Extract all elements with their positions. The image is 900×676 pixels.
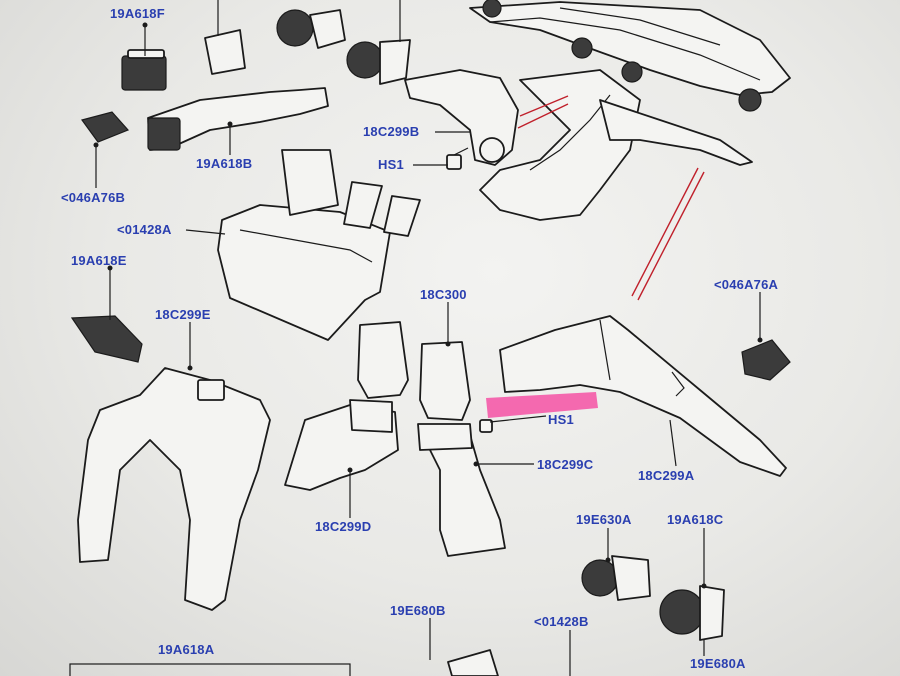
label-18c299c: 18C299C xyxy=(537,457,594,472)
label-18c299b: 18C299B xyxy=(363,124,420,139)
label-01428a: <01428A xyxy=(117,222,172,237)
label-19a618f: 19A618F xyxy=(110,6,165,21)
vent-19a618e xyxy=(70,315,143,363)
grille-046a76a xyxy=(741,339,791,381)
bottom-frame xyxy=(69,663,351,676)
duct-18c299d xyxy=(284,399,399,491)
label-19e680b: 19E680B xyxy=(390,603,446,618)
grille-046a76b xyxy=(81,111,130,143)
vent-19a618f xyxy=(121,49,167,91)
heater-box-01428a xyxy=(217,149,421,341)
duct-18c299c xyxy=(417,423,506,557)
label-046a76a: <046A76A xyxy=(714,277,779,292)
label-hs1-top: HS1 xyxy=(378,157,404,172)
vent-top-center xyxy=(204,9,411,85)
label-19a618c: 19A618C xyxy=(667,512,724,527)
label-19a618b: 19A618B xyxy=(196,156,253,171)
label-18c300: 18C300 xyxy=(420,287,467,302)
screw-hs1-mid xyxy=(479,419,493,433)
duct-19a618b xyxy=(147,87,329,151)
vent-19e630a xyxy=(581,555,651,601)
duct-18c299b xyxy=(404,69,519,166)
duct-18c299a xyxy=(499,315,787,477)
red-callout-lines xyxy=(517,95,705,301)
vent-19a618c xyxy=(659,585,725,641)
duct-18c299e xyxy=(77,367,271,611)
magenta-highlight-mark xyxy=(486,392,598,418)
label-18c299d: 18C299D xyxy=(315,519,372,534)
block-18c300 xyxy=(357,321,471,421)
label-19e630a: 19E630A xyxy=(576,512,632,527)
label-18c299e: 18C299E xyxy=(155,307,211,322)
screw-hs1-top xyxy=(446,147,469,170)
leader-dots xyxy=(93,22,763,589)
label-046a76b: <046A76B xyxy=(61,190,126,205)
label-19a618a: 19A618A xyxy=(158,642,215,657)
vent-19e680b xyxy=(447,649,499,676)
label-19a618e: 19A618E xyxy=(71,253,127,268)
label-18c299a: 18C299A xyxy=(638,468,695,483)
leader-lines xyxy=(95,0,761,676)
label-hs1-mid: HS1 xyxy=(548,412,574,427)
label-01428b: <01428B xyxy=(534,614,589,629)
dashboard-duct-assembly xyxy=(469,0,791,221)
label-19e680a: 19E680A xyxy=(690,656,746,671)
